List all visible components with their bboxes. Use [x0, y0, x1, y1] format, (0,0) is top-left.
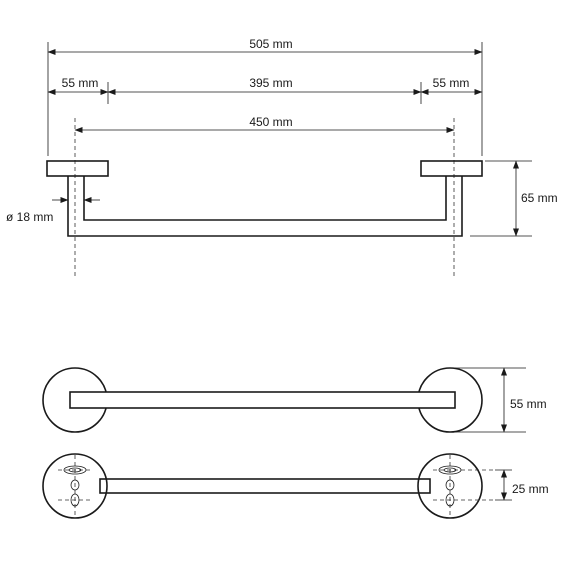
- keyhole-inner-left: [68, 467, 82, 473]
- back-view: 25 mm: [42, 453, 549, 519]
- bar-top-view: [69, 391, 456, 409]
- center-hole-left: [70, 479, 80, 491]
- bar-back-view: [99, 478, 431, 494]
- top-view: 55 mm: [42, 367, 547, 433]
- screw-holes-left: [58, 455, 92, 517]
- dim-left-rosette: 55 mm: [62, 76, 99, 90]
- center-hole-right: [445, 479, 455, 491]
- screw-hole-right: [445, 493, 455, 507]
- bar-inner-outline: [83, 176, 447, 221]
- mount-circle-right: [417, 453, 483, 519]
- screw-hole-left: [70, 493, 80, 507]
- screw-holes-right: [433, 455, 495, 517]
- dim-bar-span: 395 mm: [249, 76, 292, 90]
- dim-projection: 65 mm: [521, 191, 558, 205]
- front-view: 505 mm 55 mm 395 mm 55 mm 450 mm ø 18 mm…: [6, 37, 558, 278]
- wall-rosette-right: [420, 160, 483, 177]
- wall-rosette-left: [46, 160, 109, 177]
- keyhole-inner-right: [443, 467, 457, 473]
- dim-overall-width: 505 mm: [249, 37, 292, 51]
- dim-rosette-diameter: 55 mm: [510, 397, 547, 411]
- dim-right-rosette: 55 mm: [433, 76, 470, 90]
- bar-outer-outline: [67, 176, 463, 237]
- keyhole-slot-left: [63, 465, 87, 475]
- keyhole-slot-right: [438, 465, 462, 475]
- dim-screw-spacing: 25 mm: [512, 482, 549, 496]
- mount-circle-left: [42, 453, 108, 519]
- dim-centers: 450 mm: [249, 115, 292, 129]
- dim-tube-diameter: ø 18 mm: [6, 210, 53, 224]
